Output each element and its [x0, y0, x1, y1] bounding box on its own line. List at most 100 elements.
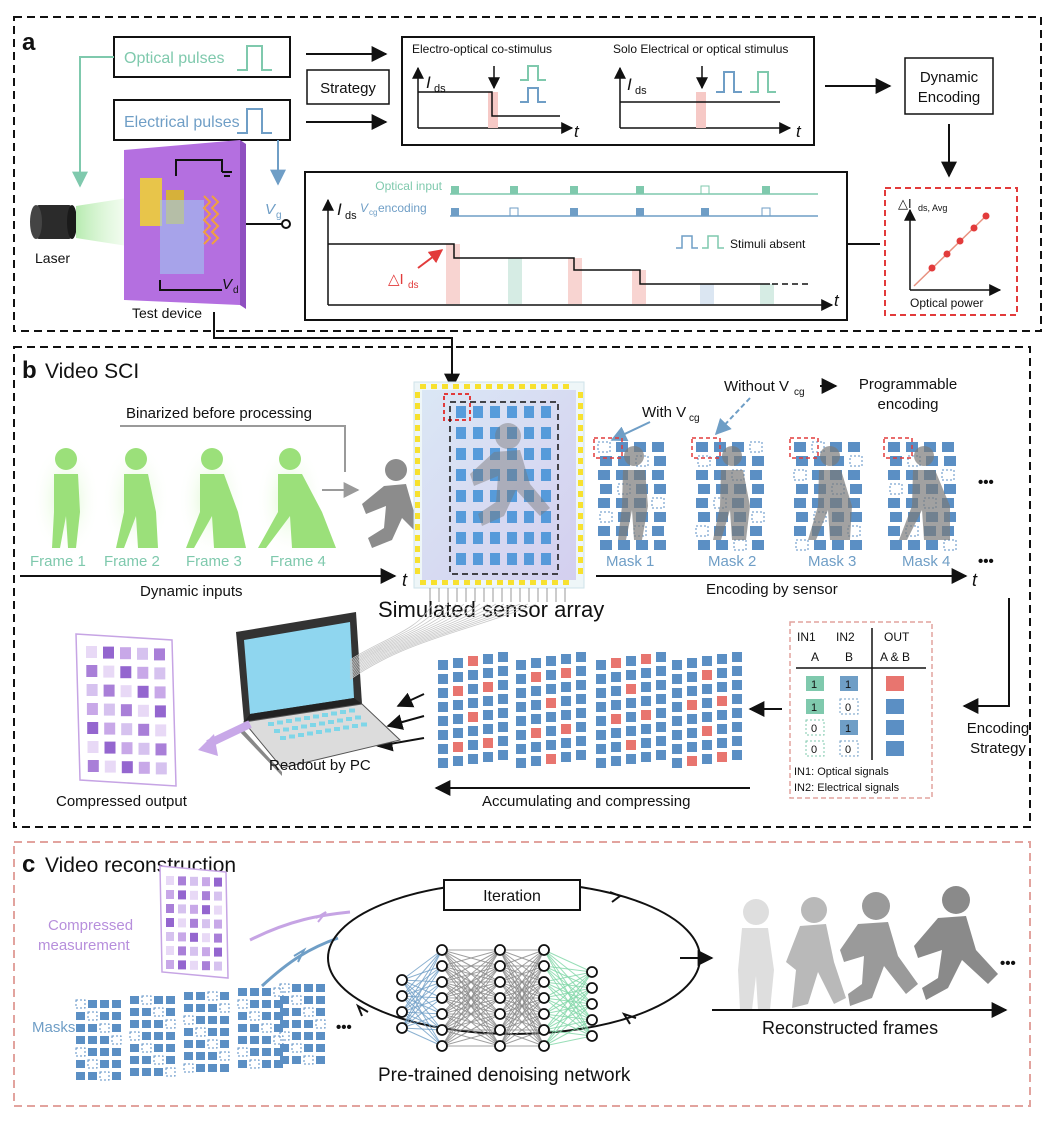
masks-stack [75, 983, 326, 1081]
encoding-strategy-line1: Encoding [967, 720, 1030, 737]
table-header-out: OUT [884, 630, 910, 644]
with-vcg-arrow [610, 421, 651, 442]
timeline-plot [322, 185, 834, 311]
compressed-output [75, 633, 177, 787]
compressed-line1: Compressed [48, 917, 133, 934]
accumulated-frame [438, 652, 508, 768]
readout-arrow-1 [396, 692, 425, 708]
binarized-runner-figure [362, 459, 432, 548]
table-r2-b: 0 [845, 702, 851, 714]
panel-c-border [13, 841, 1031, 1107]
mask-stack-panel [237, 987, 284, 1069]
network-node [538, 1008, 550, 1020]
masks-input-curve [260, 936, 339, 988]
vg-V: V [265, 201, 277, 218]
solo-stimulus-plot [614, 66, 792, 134]
network-node [538, 976, 550, 988]
green-frame-figure [178, 442, 246, 558]
table-sub-out: A & B [880, 650, 910, 664]
timeline-ids-I: I [337, 200, 342, 219]
masks-group [593, 437, 957, 551]
table-r2-a: 1 [811, 702, 817, 714]
test-device-label: Test device [132, 305, 202, 321]
encoding-strategy-arrow [962, 598, 1010, 714]
table-sub-b: B [845, 650, 853, 664]
laser-icon [30, 196, 140, 248]
network-node [436, 1008, 448, 1020]
network-node [538, 992, 550, 1004]
network-node [494, 976, 506, 988]
dynamic-inputs-label: Dynamic inputs [140, 583, 243, 600]
network-node [436, 944, 448, 956]
table-header-in2: IN2 [836, 630, 855, 644]
iteration-box [443, 879, 581, 911]
mask-1-label: Mask 1 [606, 553, 654, 570]
network-node [494, 960, 506, 972]
co-t-label: t [574, 122, 580, 141]
table-note-2: IN2: Electrical signals [794, 782, 900, 794]
frame-4-label: Frame 4 [270, 553, 326, 570]
readout-wires [349, 603, 537, 680]
green-frame-figure [32, 442, 100, 558]
dynamic-encoding-line1: Dynamic [920, 69, 979, 86]
vcg-sub: cg [369, 208, 377, 217]
network-node [494, 1008, 506, 1020]
vd-sub: d [233, 285, 239, 296]
mask-stack-panel [279, 983, 326, 1065]
network-node [586, 966, 598, 978]
without-vcg-label: Without V [724, 378, 789, 395]
table-r4-a: 0 [811, 744, 817, 756]
mask-panel [789, 437, 863, 551]
network-node [538, 1024, 550, 1036]
dynamic-encoding-line2: Encoding [918, 89, 981, 106]
network-node [494, 1024, 506, 1036]
vcg-encoding-label: encoding [378, 201, 427, 215]
compressed-measurement [159, 865, 229, 979]
strategy-box [306, 69, 390, 105]
solo-t-label: t [796, 122, 802, 141]
truth-table [789, 621, 933, 799]
stimulus-box [401, 36, 815, 146]
panel-a-border [13, 16, 1042, 332]
table-note-1: IN1: Optical signals [794, 766, 889, 778]
binarized-line [120, 425, 346, 472]
electrical-pulses-box [113, 99, 291, 141]
avg-plot [904, 208, 1002, 296]
co-stimulus-label: Electro-optical co-stimulus [412, 42, 552, 56]
green-frame-figure [256, 442, 336, 558]
without-vcg-arrow [714, 397, 751, 436]
vd-V: V [222, 276, 234, 293]
network-node [494, 1040, 506, 1052]
panel-c-letter: c [22, 851, 35, 878]
encoding-strategy-line2: Strategy [970, 740, 1026, 757]
laser-label: Laser [35, 250, 70, 266]
electrical-pulses-label: Electrical pulses [124, 114, 240, 131]
mask-stack-panel [129, 995, 176, 1077]
co-stimulus-plot [412, 65, 574, 134]
network-node [538, 960, 550, 972]
table-r3-a: 0 [811, 723, 817, 735]
optical-to-laser-line [72, 56, 114, 188]
green-figures [32, 442, 336, 558]
timeline-t-label: t [834, 291, 840, 310]
mask-ellipsis-2: ••• [978, 553, 994, 570]
with-vcg-label: With V [642, 404, 686, 421]
programmable-line1: Programmable [859, 376, 957, 393]
masks-ellipsis: ••• [336, 1019, 352, 1036]
binarized-label: Binarized before processing [126, 405, 312, 422]
delta-ids-sub: ds [408, 280, 419, 291]
dynamic-encoding-box [904, 57, 994, 115]
compressed-output-label: Compressed output [56, 793, 188, 810]
panel-a: a Optical pulses Electrical pulses Strat… [13, 16, 1042, 390]
co-ids-I: I [426, 73, 431, 92]
stimuli-absent-label: Stimuli absent [730, 237, 806, 251]
mask-stack-panel [183, 991, 230, 1073]
vg-sub: g [276, 210, 282, 221]
green-frame-figure [102, 442, 170, 558]
mask-4-label: Mask 4 [902, 553, 950, 570]
electrical-pulse-icon [237, 108, 272, 134]
optical-power-label: Optical power [910, 296, 983, 310]
mask-3-label: Mask 3 [808, 553, 856, 570]
strategy-label: Strategy [320, 80, 376, 97]
without-vcg-sub: cg [794, 387, 805, 398]
